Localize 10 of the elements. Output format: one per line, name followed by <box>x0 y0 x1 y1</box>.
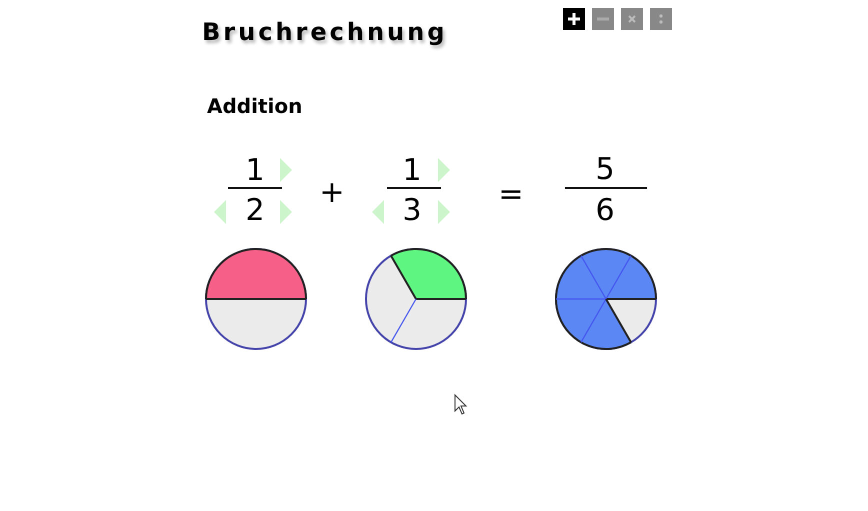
fraction-number: 6 <box>595 196 615 226</box>
fraction-number: 2 <box>245 196 265 226</box>
section-heading: Addition <box>207 96 302 116</box>
fraction-number: 1 <box>402 156 422 186</box>
operator-sign: + <box>319 178 345 208</box>
operator-sign: = <box>498 180 524 210</box>
fraction-number: 1 <box>245 156 265 186</box>
fraction-number: 5 <box>595 155 615 185</box>
fraction-number: 3 <box>402 196 422 226</box>
title: Bruchrechnung <box>202 17 448 48</box>
